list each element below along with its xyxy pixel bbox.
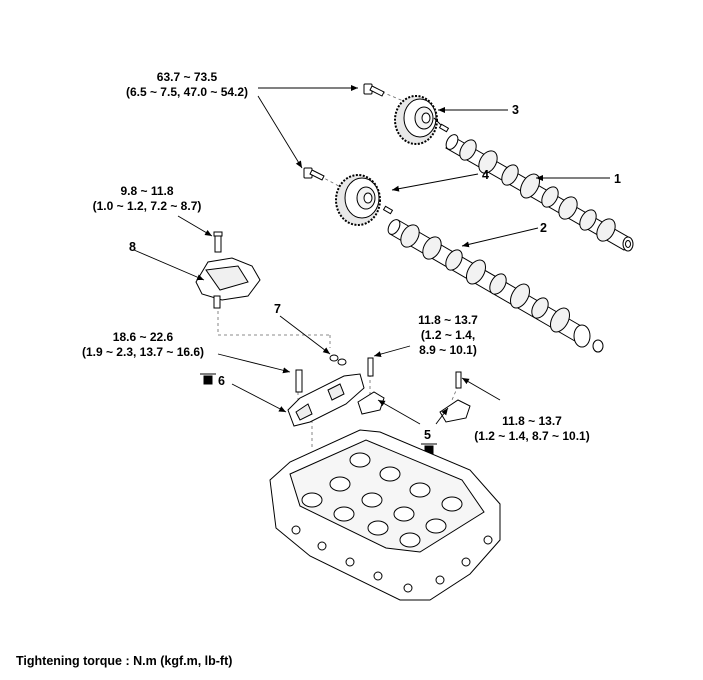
- exhaust-camshaft: [445, 134, 634, 252]
- torque-front-cap-bolt: 18.6 ~ 22.6 (1.9 ~ 2.3, 13.7 ~ 16.6): [68, 330, 218, 360]
- alignment-dash-lines: [217, 91, 459, 450]
- torque-sprocket-bolts: 63.7 ~ 73.5 (6.5 ~ 7.5, 47.0 ~ 54.2): [112, 70, 262, 100]
- torque-sprocket-line2: (6.5 ~ 7.5, 47.0 ~ 54.2): [125, 85, 249, 99]
- callout-4: 4: [482, 168, 489, 182]
- torque-cap-right-line1: 11.8 ~ 13.7: [502, 414, 562, 428]
- callout-7: 7: [274, 302, 281, 316]
- leader-lines: [133, 85, 610, 425]
- callout-3: 3: [512, 103, 519, 117]
- torque-front-cap-line2: (1.9 ~ 2.3, 13.7 ~ 16.6): [81, 345, 205, 359]
- sprocket-bolt-upper: [363, 83, 385, 97]
- torque-cap-mid-line1: 11.8 ~ 13.7: [418, 313, 478, 327]
- torque-actuator-line2: (1.0 ~ 1.2, 7.2 ~ 8.7): [92, 199, 202, 213]
- torque-front-cap-line1: 18.6 ~ 22.6: [112, 330, 174, 344]
- torque-cap-right-line2: (1.2 ~ 1.4, 8.7 ~ 10.1): [474, 429, 590, 443]
- front-bearing-cap: [287, 369, 365, 427]
- intake-cvvt-sprocket: [335, 174, 394, 226]
- cylinder-head: [269, 429, 501, 601]
- oil-control-valve: [195, 231, 261, 309]
- callout-5: 5: [424, 428, 431, 442]
- torque-cap-mid-line2: (1.2 ~ 1.4,: [420, 328, 476, 342]
- sprocket-bolt-lower: [303, 167, 325, 181]
- torque-sprocket-line1: 63.7 ~ 73.5: [156, 70, 218, 84]
- intake-camshaft: [387, 219, 604, 353]
- torque-cap-mid-line3: 8.9 ~ 10.1): [419, 343, 477, 357]
- bearing-cap-right: [439, 371, 471, 423]
- callout-2: 2: [540, 221, 547, 235]
- torque-actuator-bolt: 9.8 ~ 11.8 (1.0 ~ 1.2, 7.2 ~ 8.7): [82, 184, 212, 214]
- torque-cap-bolt-right: 11.8 ~ 13.7 (1.2 ~ 1.4, 8.7 ~ 10.1): [462, 414, 602, 444]
- exhaust-cvvt-sprocket: [394, 95, 450, 145]
- callout-8: 8: [129, 240, 136, 254]
- tool-symbol-6: [200, 373, 216, 385]
- callout-1: 1: [614, 172, 621, 186]
- torque-cap-bolt-mid: 11.8 ~ 13.7 (1.2 ~ 1.4, 8.9 ~ 10.1): [408, 313, 488, 358]
- dowel-pins: [329, 354, 347, 366]
- torque-units-note: Tightening torque : N.m (kgf.m, lb-ft): [16, 654, 233, 668]
- torque-actuator-line1: 9.8 ~ 11.8: [120, 184, 174, 198]
- callout-6: 6: [218, 374, 225, 388]
